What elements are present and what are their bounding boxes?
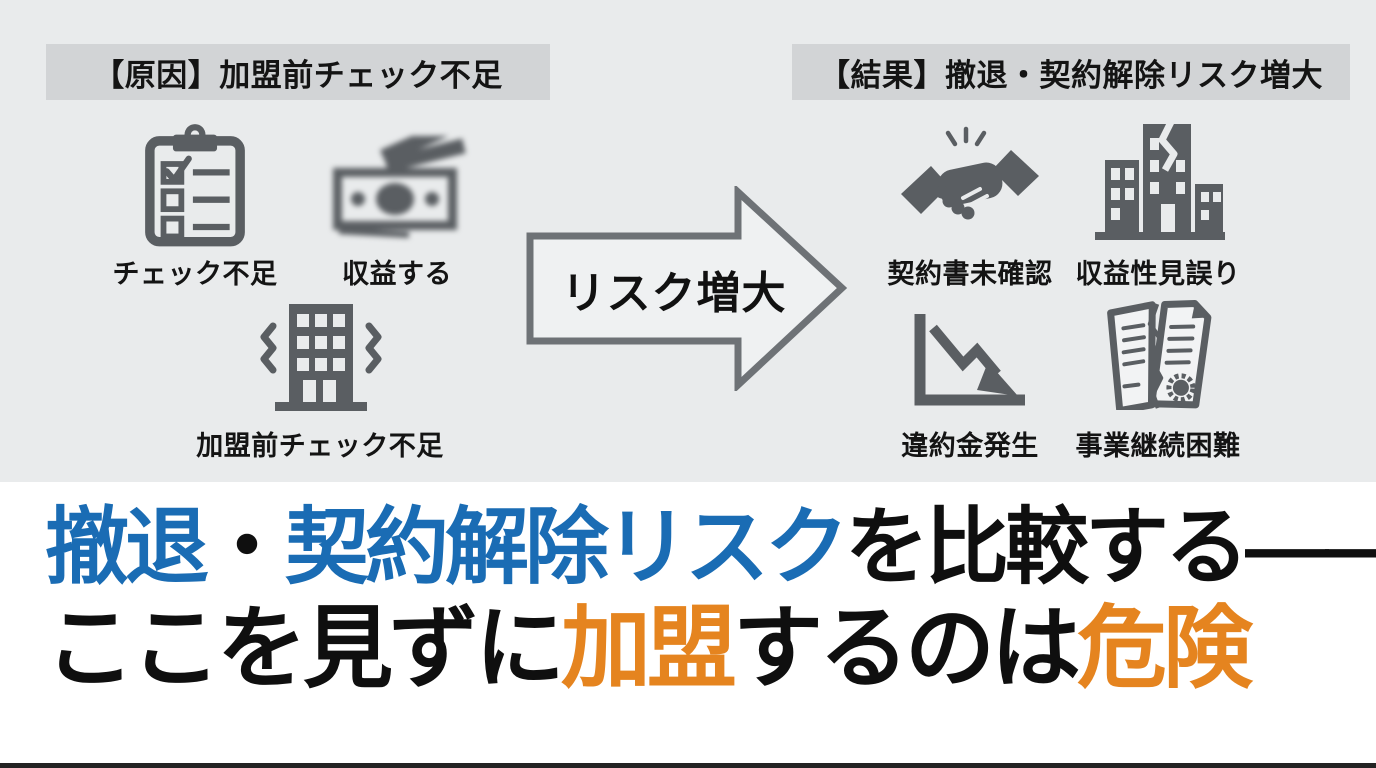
result-header: 【結果】撤退・契約解除リスク増大 bbox=[792, 44, 1350, 100]
cracked-buildings-label: 収益性見誤り bbox=[1075, 259, 1241, 289]
bottom-edge-bar bbox=[0, 763, 1376, 768]
headline-seg: ここを見ずに bbox=[45, 599, 565, 700]
headline-seg: 契約解除リスク bbox=[285, 500, 849, 594]
shaking-building-icon bbox=[233, 298, 407, 420]
headline-seg: ・ bbox=[205, 500, 289, 594]
handshake-icon bbox=[895, 126, 1045, 240]
money-bills-icon bbox=[325, 136, 467, 240]
cause-header: 【原因】加盟前チェック不足 bbox=[46, 44, 550, 100]
torn-contract-label: 事業継続困難 bbox=[1075, 431, 1241, 461]
cause-header-label: 【原因】加盟前チェック不足 bbox=[93, 57, 503, 93]
handshake-label: 契約書未確認 bbox=[887, 259, 1053, 289]
risk-arrow: リスク増大 bbox=[524, 186, 849, 391]
money-label: 収益する bbox=[342, 259, 452, 289]
shaking-building-label: 加盟前チェック不足 bbox=[196, 431, 444, 461]
headline-seg: 撤退 bbox=[45, 500, 209, 594]
torn-contract-icon bbox=[1095, 298, 1221, 410]
headline-seg: 危険 bbox=[1077, 599, 1253, 700]
diagram-section: 【原因】加盟前チェック不足 【結果】撤退・契約解除リスク増大 チェック不足 bbox=[0, 0, 1376, 482]
headline-section: 撤退・契約解除リスクを比較する―― ここを見ずに加盟するのは危険 bbox=[0, 482, 1376, 763]
checklist-label: チェック不足 bbox=[112, 259, 278, 289]
checklist-clipboard-icon bbox=[132, 122, 258, 248]
declining-chart-label: 違約金発生 bbox=[901, 431, 1039, 461]
declining-chart-icon bbox=[905, 306, 1037, 410]
headline-seg: するのは bbox=[733, 599, 1081, 700]
headline-line1: 撤退・契約解除リスクを比較する―― bbox=[45, 498, 1376, 596]
headline-line2: ここを見ずに加盟するのは危険 bbox=[45, 598, 1376, 702]
headline-seg: を比較する―― bbox=[845, 500, 1376, 594]
risk-arrow-label: リスク増大 bbox=[561, 268, 787, 318]
headline-seg: 加盟 bbox=[561, 599, 737, 700]
result-header-label: 【結果】撤退・契約解除リスク増大 bbox=[819, 57, 1323, 93]
cracked-buildings-icon bbox=[1083, 118, 1235, 244]
